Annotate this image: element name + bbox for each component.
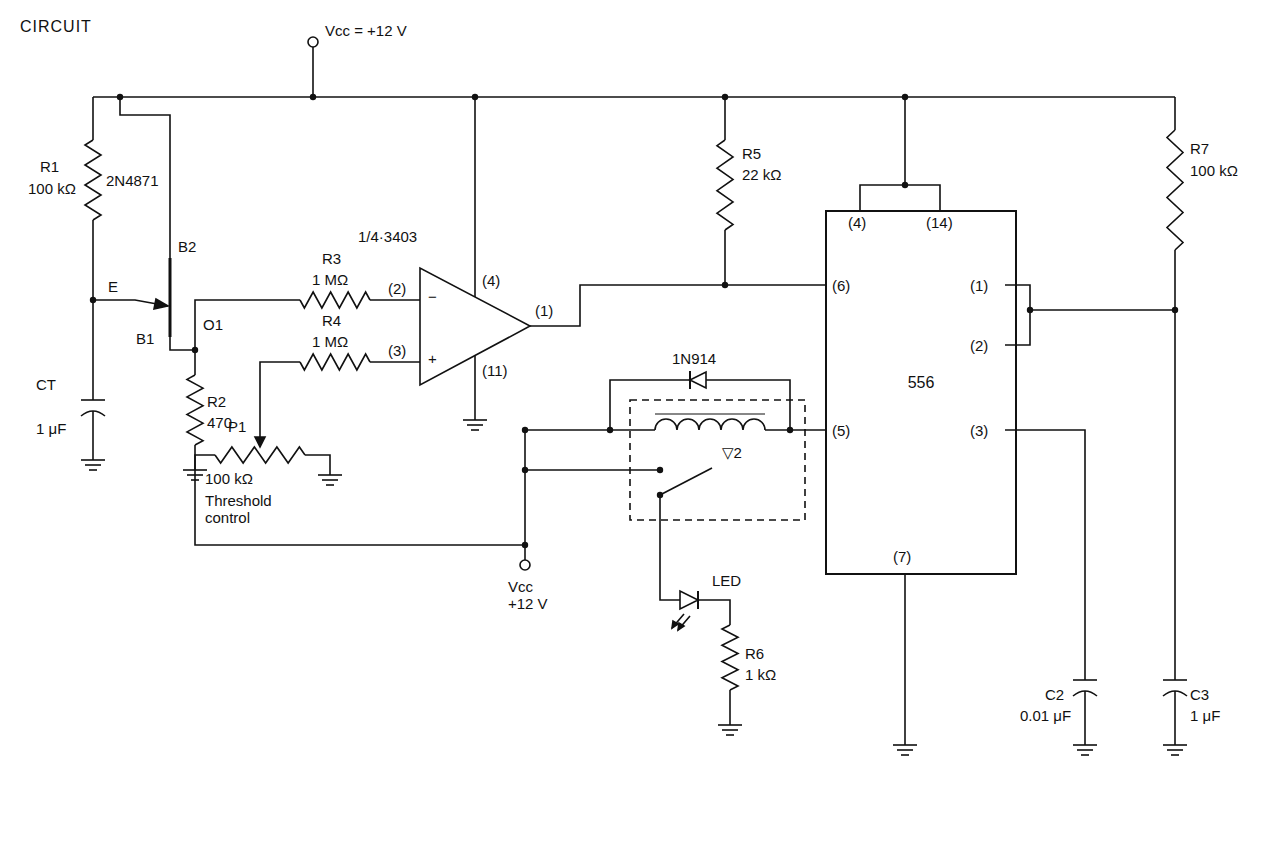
resistor-symbol [85, 140, 101, 220]
pin-number: (14) [926, 214, 953, 231]
part-name: R5 [742, 145, 761, 162]
junction-dot [902, 182, 908, 188]
relay-coil [655, 419, 765, 430]
pin-number: (5) [832, 422, 850, 439]
part-name: P1 [228, 418, 246, 435]
pin-number: (11) [482, 362, 508, 379]
junction-dot [722, 282, 728, 288]
pin-number: (4) [848, 214, 866, 231]
part-name: R7 [1190, 140, 1209, 157]
signal-name: O1 [203, 316, 223, 333]
pin-number: (6) [832, 277, 850, 294]
ic-package: 556 [825, 210, 1017, 575]
control-note: Threshold control [205, 492, 280, 527]
circuit-title: CIRCUIT [20, 18, 92, 36]
supply-label: Vcc +12 V [508, 578, 556, 613]
resistor-symbol [722, 625, 738, 690]
part-value: 1 MΩ [312, 333, 348, 350]
resistor-symbol [187, 375, 203, 445]
junction-dot [310, 94, 316, 100]
pin-name: B1 [136, 330, 154, 347]
junction-dot [90, 297, 96, 303]
supply-label: Vcc = +12 V [325, 22, 407, 39]
junction-dot [607, 427, 613, 433]
resistor-symbol [215, 447, 305, 463]
part-name: C3 [1190, 686, 1209, 703]
pin-number: (4) [482, 272, 500, 289]
part-value: 1 kΩ [745, 666, 776, 683]
pin-number: (3) [388, 342, 406, 359]
pin-number: (7) [893, 548, 911, 565]
junction-dot [722, 94, 728, 100]
relay-number: ▽2 [722, 444, 742, 461]
junction-dot [657, 492, 663, 498]
part-name: LED [712, 572, 741, 589]
part-name: R4 [322, 312, 341, 329]
junction-dot [787, 427, 793, 433]
junction-dot [522, 467, 528, 473]
junction-dot [192, 347, 198, 353]
part-value: 100 kΩ [28, 180, 76, 197]
resistor-symbol [1167, 130, 1183, 250]
junction-dot [902, 94, 908, 100]
pin-name: E [108, 278, 118, 295]
pin-number: (2) [388, 280, 406, 297]
part-value: 1 MΩ [312, 271, 348, 288]
part-number: 1N914 [672, 350, 716, 367]
resistor-symbol [300, 354, 370, 370]
junction-dot [657, 467, 663, 473]
part-value: 100 kΩ [205, 470, 253, 487]
junction-dot [1027, 307, 1033, 313]
part-name: R1 [40, 158, 59, 175]
input-sign: − [428, 288, 437, 305]
pin-number: (2) [970, 337, 988, 354]
part-name: R3 [322, 250, 341, 267]
input-sign: + [428, 350, 437, 367]
resistor-symbol [300, 292, 370, 308]
part-value: 22 kΩ [742, 166, 782, 183]
junction-dot [1172, 307, 1178, 313]
pin-number: (1) [970, 277, 988, 294]
part-name: R2 [207, 393, 226, 410]
ic-label: 556 [827, 374, 1015, 392]
part-value: 0.01 μF [1020, 707, 1071, 724]
part-name: R6 [745, 645, 764, 662]
resistor-symbol [717, 140, 733, 230]
pin-number: (1) [535, 302, 553, 319]
part-value: 100 kΩ [1190, 162, 1238, 179]
part-name: CT [36, 376, 56, 393]
part-number: 2N4871 [106, 172, 159, 189]
part-name: C2 [1045, 686, 1064, 703]
junction-dot [522, 542, 528, 548]
part-number: 1/4·3403 [358, 228, 417, 245]
part-value: 1 μF [1190, 707, 1220, 724]
junction-dot [472, 94, 478, 100]
pin-number: (3) [970, 422, 988, 439]
part-value: 1 μF [36, 420, 66, 437]
pin-name: B2 [178, 238, 196, 255]
junction-dot [117, 94, 123, 100]
junction-dot [522, 427, 528, 433]
